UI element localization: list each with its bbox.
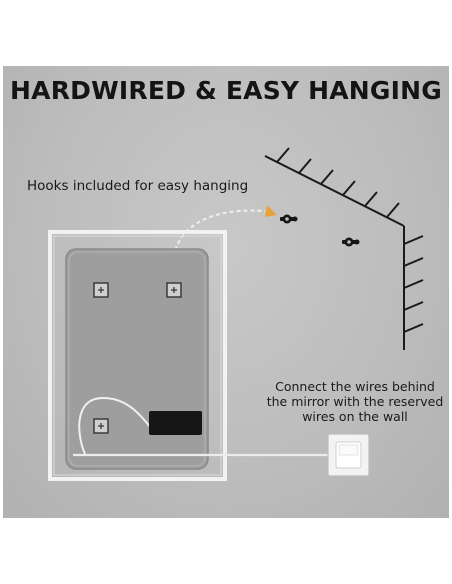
infographic-panel: HARDWIRED & EASY HANGING bbox=[3, 66, 449, 518]
mirror-frame bbox=[48, 230, 227, 481]
junction-box-icon bbox=[149, 411, 202, 435]
bracket-plus-icon bbox=[93, 282, 109, 298]
wall-switch-icon bbox=[327, 433, 370, 477]
wall-hatching-side bbox=[403, 235, 424, 333]
wires-caption-line-3: wires on the wall bbox=[302, 409, 408, 424]
wires-caption-line-2: the mirror with the reserved bbox=[266, 394, 444, 409]
wall-corner-diagram bbox=[264, 147, 424, 350]
wires-caption-line-1: Connect the wires behind bbox=[275, 379, 435, 394]
mirror-back-plate bbox=[65, 248, 209, 470]
bracket-plus-icon bbox=[93, 418, 109, 434]
mirror-back-plate-inner bbox=[68, 251, 206, 467]
wires-caption: Connect the wires behind the mirror with… bbox=[261, 379, 449, 424]
bracket-plus-icon bbox=[166, 282, 182, 298]
mirror-frame-inner bbox=[53, 235, 222, 476]
wall-hook-icon bbox=[280, 214, 298, 224]
mirror-wire bbox=[78, 396, 152, 455]
wall-top-edge bbox=[264, 155, 405, 227]
hooks-caption: Hooks included for easy hanging bbox=[27, 178, 249, 194]
mirror bbox=[48, 230, 227, 481]
headline: HARDWIRED & EASY HANGING bbox=[10, 76, 442, 105]
illustration bbox=[48, 147, 424, 481]
wall-hatching-top bbox=[276, 147, 400, 218]
wall-hook-icon bbox=[342, 237, 360, 247]
